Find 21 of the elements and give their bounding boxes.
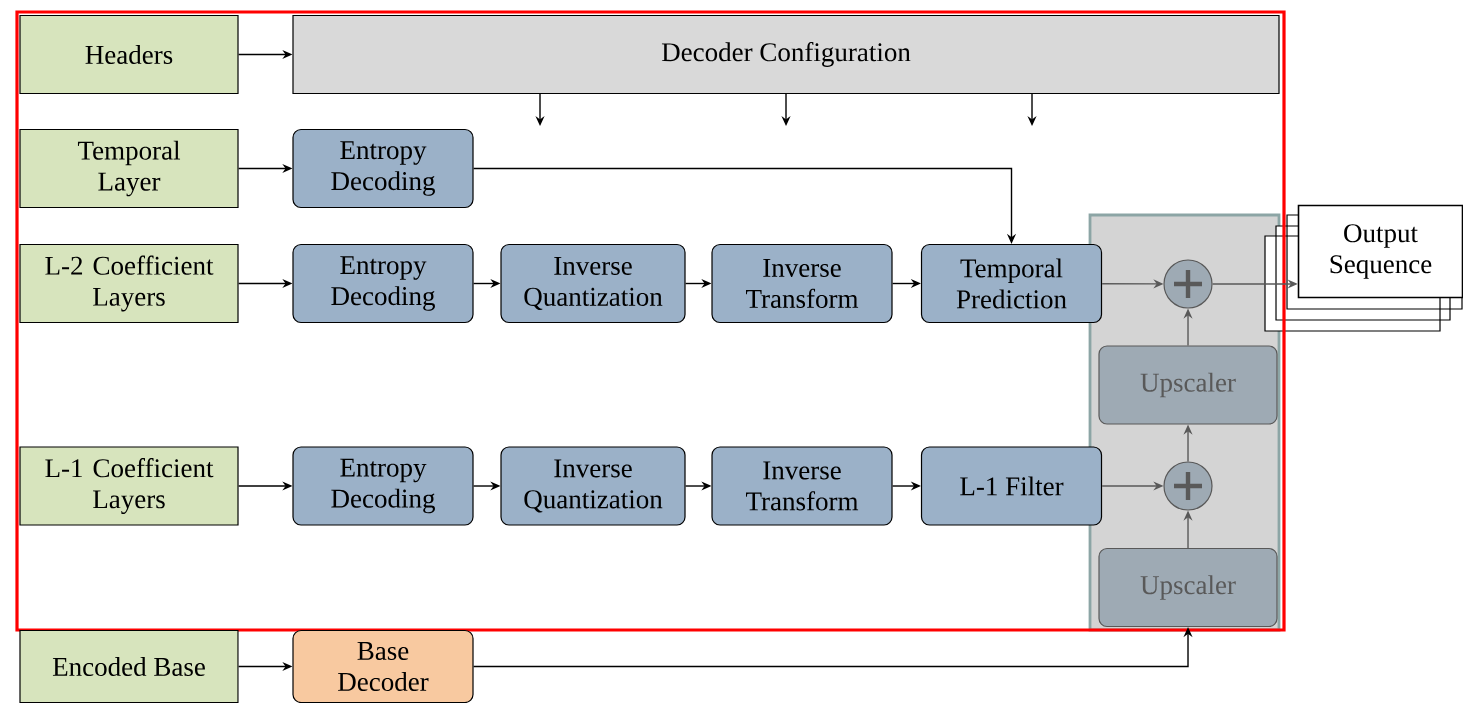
process-box: L-1 Filter: [920, 446, 1103, 526]
input-box: Headers: [19, 14, 239, 95]
adder-circle: [1163, 259, 1213, 309]
process-box: Inverse Transform: [711, 243, 893, 324]
configuration-box: Decoder Configuration: [292, 14, 1280, 95]
upscaler-box: Upscaler: [1098, 547, 1278, 628]
process-box: Entropy Decoding: [292, 243, 474, 324]
input-box: L-1 Coefficient Layers: [19, 446, 239, 526]
process-box: Inverse Transform: [711, 446, 893, 526]
adder-circle: [1163, 461, 1213, 511]
process-box: Inverse Quantization: [500, 243, 686, 324]
upscaler-box: Upscaler: [1098, 345, 1278, 425]
process-box: Inverse Quantization: [500, 446, 686, 526]
process-box: Entropy Decoding: [292, 446, 474, 526]
process-box: Entropy Decoding: [292, 128, 474, 209]
input-box: Temporal Layer: [19, 128, 239, 209]
process-box: Temporal Prediction: [920, 243, 1103, 324]
decoder-box: Base Decoder: [292, 629, 474, 703]
input-box: L-2 Coefficient Layers: [19, 243, 239, 324]
input-box: Encoded Base: [19, 629, 239, 703]
output-page: Output Sequence: [1297, 204, 1463, 299]
